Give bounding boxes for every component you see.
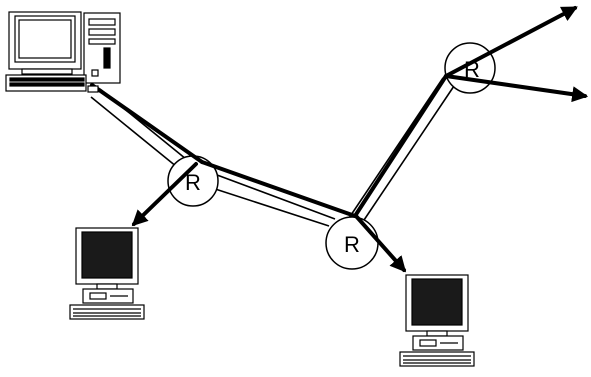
flow-router-2-to-receiver-2	[354, 214, 407, 273]
desktop-tower-computer-icon	[5, 11, 121, 93]
flow-router-1-to-receiver-1	[131, 162, 198, 227]
tunnel-source-to-router-1	[90, 88, 187, 168]
flow-source-to-router-1	[90, 83, 204, 164]
flow-router-2-to-router-3	[353, 74, 448, 218]
router-2[interactable]: R	[325, 216, 379, 270]
router-2-label: R	[344, 232, 360, 257]
flow-router-3-offscreen-up	[444, 6, 578, 78]
receiver-host-1[interactable]	[69, 227, 145, 320]
desktop-computer-icon	[399, 274, 475, 367]
source-host[interactable]	[5, 11, 121, 93]
desktop-computer-icon	[69, 227, 145, 320]
router-3[interactable]: R	[444, 42, 496, 94]
tunnel-links	[90, 77, 455, 227]
flow-router-3-offscreen-right	[444, 74, 589, 103]
tunnel-router-1-to-router-2	[205, 171, 336, 227]
flow-router-1-to-router-2	[200, 160, 357, 218]
multicast-flows	[90, 6, 589, 273]
receiver-host-2[interactable]	[399, 274, 475, 367]
router-1-label: R	[185, 170, 201, 195]
